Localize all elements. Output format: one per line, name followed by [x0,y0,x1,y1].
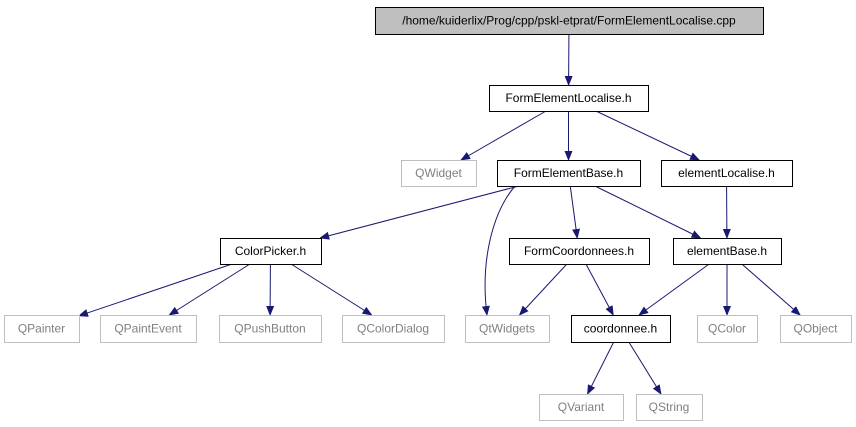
node-box [465,315,550,343]
node-qwidget: QWidget [401,160,477,187]
node-label: QVariant [558,400,605,414]
node-label: QString [649,400,690,414]
node-box [661,160,793,187]
node-coordonnee-h[interactable]: coordonnee.h [571,315,671,343]
edge-elementbase_h-to-coordonnee_h [638,263,710,316]
edge-elementbase_h-to-qobject [741,263,801,316]
node-label: coordonnee.h [584,322,657,336]
node-qtwidgets: QtWidgets [465,315,550,343]
node-elementlocalise-h[interactable]: elementLocalise.h [661,160,793,187]
node-box [571,315,671,343]
node-qvariant: QVariant [539,394,624,421]
node-label: QPaintEvent [114,322,182,336]
node-box [219,315,322,343]
node-box [342,315,445,343]
edge-formelementlocalise_h-to-qwidget [460,110,547,161]
node-qcolordialog: QColorDialog [342,315,445,343]
edge-coordonnee_h-to-qvariant [587,341,615,395]
node-qpainter: QPainter [4,315,80,343]
node-label: elementLocalise.h [678,166,775,180]
node-label: ColorPicker.h [235,244,306,258]
node-label: QPainter [18,322,65,336]
node-box [100,315,197,343]
node-box [697,315,758,343]
edge-formelementlocalise_h-to-elementlocalise_h [595,110,701,161]
node-box [4,315,80,343]
node-box [636,394,703,421]
edge-formelementbase_h-to-elementbase_h [594,185,702,239]
node-box [539,394,624,421]
node-label: QColorDialog [357,322,429,336]
node-colorpicker-h[interactable]: ColorPicker.h [220,238,322,265]
node-formcoordonnees-h[interactable]: FormCoordonnees.h [509,238,650,265]
node-box [489,85,649,112]
edge-formelementbase_h-to-formcoordonnees_h [569,185,581,239]
node-qpushbutton: QPushButton [219,315,322,343]
edge-formcoordonnees_h-to-qtwidgets [518,263,568,316]
node-box [497,160,641,187]
node-label: FormElementBase.h [514,166,623,180]
node-label: FormElementLocalise.h [505,91,631,105]
edges [78,33,801,395]
edge-coordonnee_h-to-qstring [628,341,662,395]
node-box [780,315,852,343]
node-box [509,238,650,265]
nodes: /home/kuiderlix/Prog/cpp/pskl-etprat/For… [4,7,852,421]
node-label: QWidget [415,166,462,180]
node-label: /home/kuiderlix/Prog/cpp/pskl-etprat/For… [402,14,736,28]
node-label: QColor [708,322,746,336]
node-qstring: QString [636,394,703,421]
node-label: FormCoordonnees.h [524,244,634,258]
node-label: elementBase.h [687,244,767,258]
edge-colorpicker_h-to-qpaintevent [168,263,251,316]
node-box [401,160,477,187]
node-formelementbase-h[interactable]: FormElementBase.h [497,160,641,187]
node-qpaintevent: QPaintEvent [100,315,197,343]
edge-formelementbase_h-to-qtwidgets [481,185,516,316]
node-label: QObject [793,322,838,336]
node-box [220,238,322,265]
edge-formcoordonnees_h-to-coordonnee_h [585,263,614,316]
node-box [375,7,764,35]
node-qobject: QObject [780,315,852,343]
edge-formelementbase_h-to-colorpicker_h [319,185,519,240]
node-elementbase-h[interactable]: elementBase.h [673,238,782,265]
edge-colorpicker_h-to-qcolordialog [290,263,373,316]
node-label: QPushButton [234,322,305,336]
edge-colorpicker_h-to-qpainter [78,263,233,317]
node-root[interactable]: /home/kuiderlix/Prog/cpp/pskl-etprat/For… [375,7,764,35]
node-qcolor: QColor [697,315,758,343]
node-formelementlocalise-h[interactable]: FormElementLocalise.h [489,85,649,112]
node-box [673,238,782,265]
node-label: QtWidgets [479,322,535,336]
